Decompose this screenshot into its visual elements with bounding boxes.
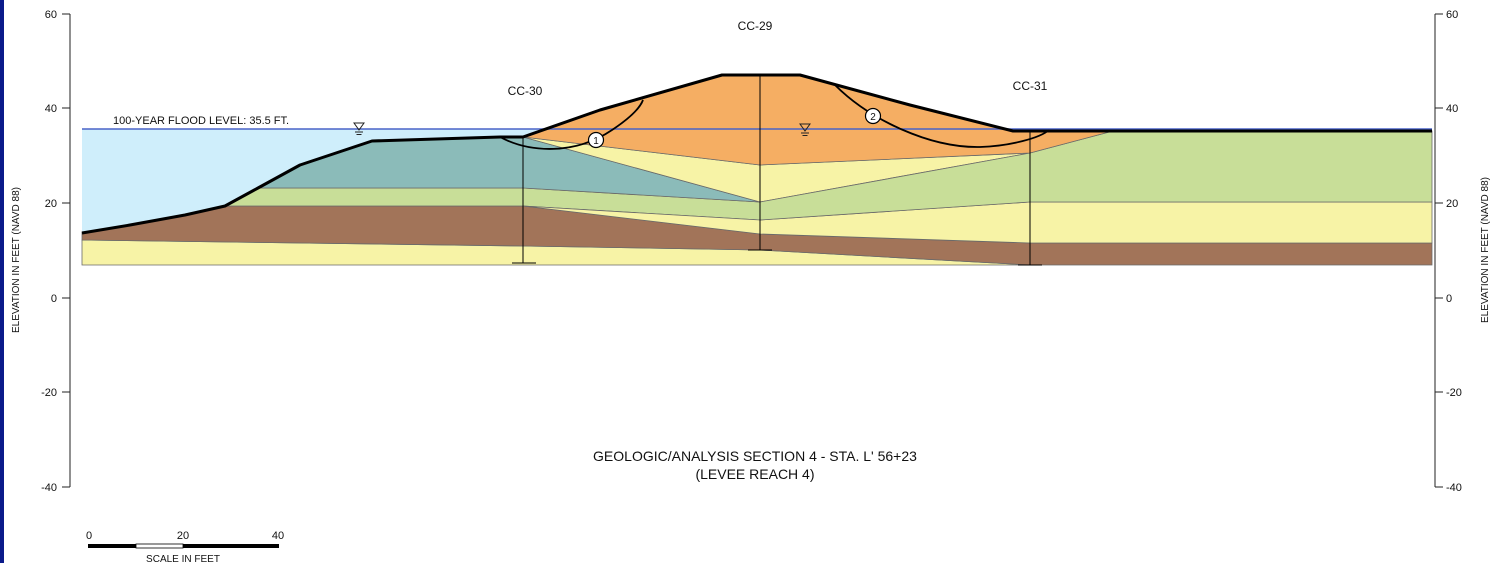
left-axis-tick-labels: 60 40 20 0 -20 -40 xyxy=(41,9,57,494)
section-title: GEOLOGIC/ANALYSIS SECTION 4 - STA. L' 56… xyxy=(593,448,917,464)
left-tick-minus-40: -40 xyxy=(41,482,57,494)
scale-label: SCALE IN FEET xyxy=(146,554,220,565)
right-tick-minus-40: -40 xyxy=(1446,482,1462,494)
scale-tick-0: 0 xyxy=(86,530,92,542)
right-tick-0: 0 xyxy=(1446,293,1452,305)
scale-bar-segment-1 xyxy=(88,544,136,548)
left-axis-label: ELEVATION IN FEET (NAVD 88) xyxy=(11,187,22,333)
slip-marker-2: 2 xyxy=(864,107,882,125)
flood-level-label: 100-YEAR FLOOD LEVEL: 35.5 FT. xyxy=(113,115,289,127)
right-tick-20: 20 xyxy=(1446,198,1458,210)
slip-surface-2 xyxy=(834,84,1050,148)
right-tick-60: 60 xyxy=(1446,9,1458,21)
ground-surface-line xyxy=(81,73,1432,235)
right-axis xyxy=(1434,13,1443,488)
boring-cc31 xyxy=(1018,131,1042,266)
left-tick-60: 60 xyxy=(45,9,57,21)
boring-label-cc30: CC-30 xyxy=(508,84,543,98)
water-table-symbol-center xyxy=(799,123,811,136)
scale-tick-20: 20 xyxy=(177,530,189,542)
section-subtitle: (LEVEE REACH 4) xyxy=(695,466,814,482)
scale-tick-40: 40 xyxy=(272,530,284,542)
flood-water xyxy=(82,129,540,232)
left-tick-40: 40 xyxy=(45,103,57,115)
left-tick-20: 20 xyxy=(45,198,57,210)
scale-bar-segment-2 xyxy=(135,543,184,549)
scale-bar: 0 20 40 SCALE IN FEET xyxy=(86,530,284,565)
slip-marker-1: 1 xyxy=(587,131,605,149)
right-tick-minus-20: -20 xyxy=(1446,387,1462,399)
boring-label-cc31: CC-31 xyxy=(1013,79,1048,93)
right-tick-40: 40 xyxy=(1446,103,1458,115)
slip-marker-2-label: 2 xyxy=(870,112,876,123)
left-axis xyxy=(62,13,71,488)
scale-bar-segment-3 xyxy=(183,544,279,548)
boring-cc29 xyxy=(748,75,772,251)
right-axis-tick-labels: 60 40 20 0 -20 -40 xyxy=(1446,9,1462,494)
boring-cc30 xyxy=(512,137,536,264)
water-table-symbol-left xyxy=(353,122,365,135)
left-tick-0: 0 xyxy=(51,293,57,305)
left-tick-minus-20: -20 xyxy=(41,387,57,399)
right-axis-label: ELEVATION IN FEET (NAVD 88) xyxy=(1480,177,1491,323)
boring-label-cc29: CC-29 xyxy=(738,19,773,33)
slip-marker-1-label: 1 xyxy=(593,136,599,147)
soil-layers xyxy=(81,74,1433,266)
